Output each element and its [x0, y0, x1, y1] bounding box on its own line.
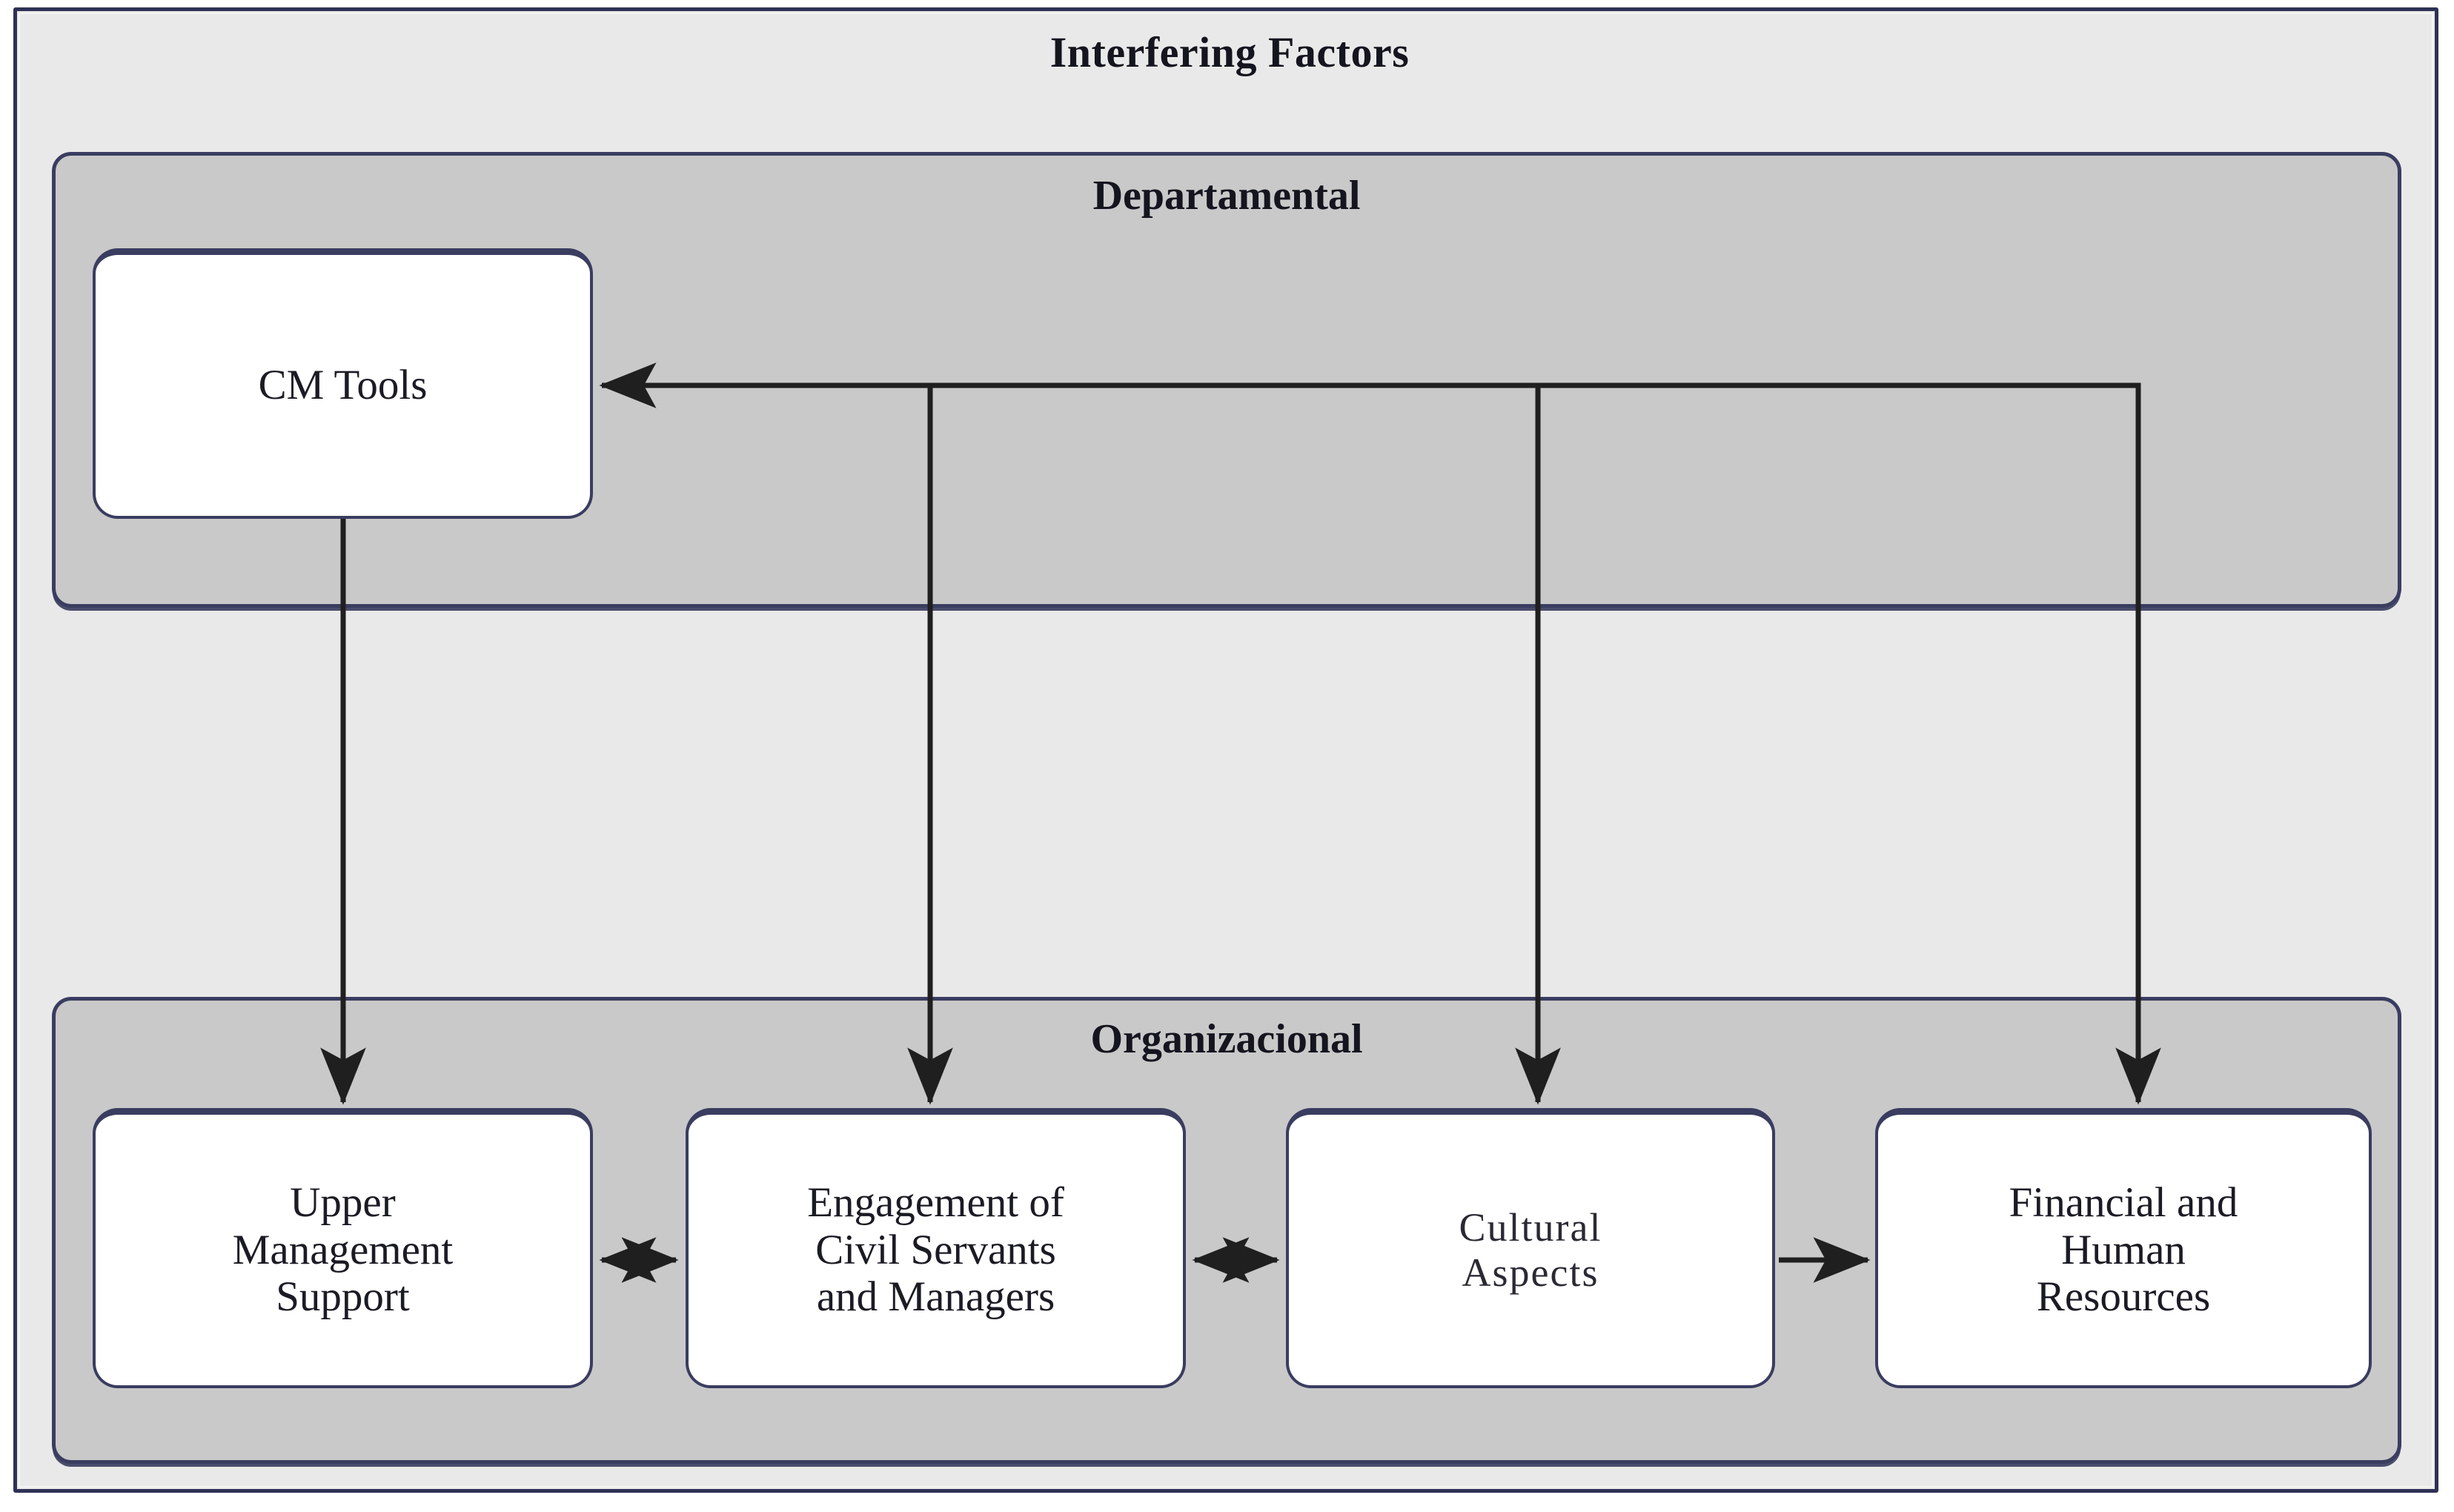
node-financial-line-2: Human [2061, 1226, 2186, 1273]
node-financial-and-human-resources-label: Financial and Human Resources [1997, 1179, 2250, 1321]
node-cultural-aspects-line-2: Aspects [1462, 1250, 1599, 1295]
node-engagement-line-3: and Managers [816, 1273, 1055, 1321]
node-cm-tools-line-1: CM Tools [258, 362, 428, 409]
node-engagement-of-civil-servants-and-managers[interactable]: Engagement of Civil Servants and Manager… [686, 1108, 1186, 1388]
group-title-interfering-factors: Interfering Factors [1049, 28, 1410, 76]
node-cultural-aspects-label: Cultural Aspects [1447, 1205, 1614, 1295]
node-financial-line-1: Financial and [2009, 1178, 2238, 1226]
node-financial-line-3: Resources [2036, 1273, 2211, 1321]
node-upper-management-support-label: Upper Management Support [221, 1179, 465, 1321]
node-upper-management-support-line-2: Management [232, 1226, 454, 1273]
node-financial-and-human-resources[interactable]: Financial and Human Resources [1875, 1108, 2372, 1388]
node-upper-management-support-line-3: Support [276, 1273, 410, 1321]
node-upper-management-support[interactable]: Upper Management Support [93, 1108, 593, 1388]
node-upper-management-support-line-1: Upper [290, 1178, 396, 1226]
node-engagement-label: Engagement of Civil Servants and Manager… [795, 1179, 1076, 1321]
node-engagement-line-2: Civil Servants [815, 1226, 1056, 1273]
group-title-organizacional: Organizacional [1090, 1016, 1363, 1062]
node-cm-tools-label: CM Tools [247, 362, 440, 409]
group-title-departamental: Departamental [1092, 173, 1361, 219]
node-engagement-line-1: Engagement of [807, 1178, 1064, 1226]
node-cultural-aspects-line-1: Cultural [1459, 1205, 1602, 1250]
node-cultural-aspects[interactable]: Cultural Aspects [1286, 1108, 1775, 1388]
node-cm-tools[interactable]: CM Tools [93, 248, 593, 519]
